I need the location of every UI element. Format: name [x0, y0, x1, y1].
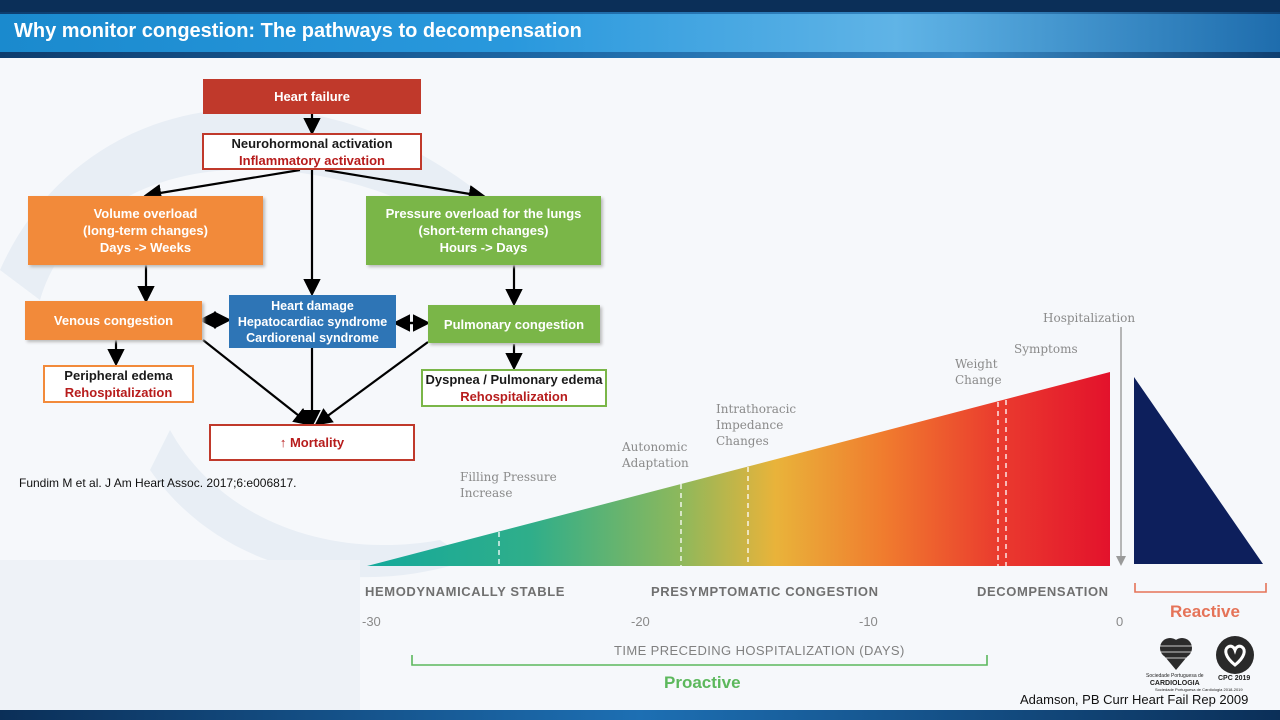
heart-damage-line-1: Heart damage [271, 298, 354, 313]
inflammatory-label: Inflammatory activation [239, 152, 385, 168]
arrow-neuro-to-volume [143, 168, 301, 202]
volume-line-3: Days -> Weeks [99, 240, 192, 255]
bottom-bar [0, 710, 1280, 720]
volume-line-2: (long-term changes) [83, 223, 208, 238]
cpc-logo-text: CPC 2019 [1218, 675, 1251, 682]
intrathoracic-line-3: Changes [716, 434, 769, 448]
intrathoracic-line-2: Impedance [716, 418, 784, 432]
label-filling-pressure: Filling Pressure Increase [460, 469, 557, 501]
dyspnea-label: Dyspnea / Pulmonary edema [425, 372, 603, 387]
pulmonary-congestion-label: Pulmonary congestion [443, 316, 585, 332]
spc-line-2: CARDIOLOGIA [1149, 680, 1200, 687]
heart-damage-line-3: Cardiorenal syndrome [246, 330, 379, 345]
neurohormonal-box: Neurohormonal activation Inflammatory ac… [202, 133, 422, 170]
spc-logo-text: Sociedade Portuguesa de CARDIOLOGIA [1146, 672, 1204, 688]
reactive-label: Reactive [1170, 602, 1240, 621]
autonomic-line-1: Autonomic [622, 440, 688, 454]
heart-failure-box: Heart failure [203, 79, 421, 114]
title-bar [0, 0, 1280, 58]
citation-left: Fundim M et al. J Am Heart Assoc. 2017;6… [19, 476, 297, 490]
label-weight-change: Weight Change [955, 356, 1002, 388]
label-symptoms: Symptoms [1014, 342, 1078, 356]
pulmonary-congestion-box: Pulmonary congestion [428, 305, 600, 343]
volume-line-1: Volume overload [93, 206, 198, 221]
heart-damage-box: Heart damage Hepatocardiac syndrome Card… [229, 295, 396, 348]
logo-footnote: Sociedade Portuguesa de Cardiologia 2018… [1155, 687, 1243, 692]
spc-logo [1160, 638, 1192, 670]
dyspnea-rehosp-label: Rehospitalization [460, 389, 568, 404]
pressure-line-2: (short-term changes) [418, 223, 549, 238]
spc-line-1: Sociedade Portuguesa de [1146, 673, 1204, 679]
tick-minus-20: -20 [631, 614, 650, 629]
weight-line-2: Change [955, 373, 1002, 387]
dyspnea-box: Dyspnea / Pulmonary edema Rehospitalizat… [421, 369, 607, 407]
volume-overload-box: Volume overload (long-term changes) Days… [28, 196, 263, 265]
pressure-line-3: Hours -> Days [439, 240, 528, 255]
slide-title: Why monitor congestion: The pathways to … [14, 20, 582, 42]
label-autonomic: Autonomic Adaptation [622, 439, 689, 471]
venous-congestion-label: Venous congestion [53, 313, 174, 328]
filling-line-1: Filling Pressure [460, 470, 557, 484]
label-intrathoracic: Intrathoracic Impedance Changes [716, 401, 796, 449]
weight-line-1: Weight [955, 357, 998, 371]
tick-minus-10: -10 [859, 614, 878, 629]
filling-line-2: Increase [460, 486, 513, 500]
pressure-overload-box: Pressure overload for the lungs (short-t… [366, 196, 601, 265]
peripheral-edema-label: Peripheral edema [64, 368, 173, 383]
citation-right: Adamson, PB Curr Heart Fail Rep 2009 [1020, 692, 1249, 707]
title-band [0, 14, 1280, 52]
heart-failure-label: Heart failure [274, 89, 350, 104]
proactive-bracket [411, 655, 988, 666]
mortality-box: ↑ Mortality [209, 424, 415, 461]
arrow-venous-to-mortality [202, 339, 312, 426]
hospitalization-arrowhead [1116, 556, 1126, 566]
arrow-neuro-to-pressure [324, 168, 487, 203]
neurohormonal-label: Neurohormonal activation [231, 135, 393, 151]
tick-minus-30: -30 [362, 614, 381, 629]
cpc-logo [1216, 636, 1254, 674]
label-hospitalization: Hospitalization [1043, 311, 1136, 325]
mortality-label: ↑ Mortality [279, 435, 345, 450]
arrow-pulm-to-mortality [314, 341, 429, 426]
proactive-label: Proactive [664, 673, 741, 692]
reactive-bracket [1134, 583, 1267, 593]
reactive-wedge [1134, 377, 1263, 564]
intrathoracic-line-1: Intrathoracic [716, 402, 797, 416]
peripheral-rehosp-label: Rehospitalization [64, 385, 173, 400]
heart-damage-line-2: Hepatocardiac syndrome [237, 314, 388, 329]
phase-presymptomatic: PRESYMPTOMATIC CONGESTION [651, 584, 879, 599]
phase-stable: HEMODYNAMICALLY STABLE [365, 584, 566, 599]
risk-wedge [367, 372, 1110, 566]
axis-title: TIME PRECEDING HOSPITALIZATION (DAYS) [614, 643, 905, 658]
peripheral-edema-box: Peripheral edema Rehospitalization [43, 365, 194, 403]
tick-zero: 0 [1116, 614, 1124, 629]
pressure-line-1: Pressure overload for the lungs [385, 206, 582, 221]
phase-decompensation: DECOMPENSATION [977, 584, 1109, 599]
autonomic-line-2: Adaptation [622, 456, 689, 470]
title-strip [0, 0, 1280, 12]
venous-congestion-box: Venous congestion [25, 301, 202, 340]
